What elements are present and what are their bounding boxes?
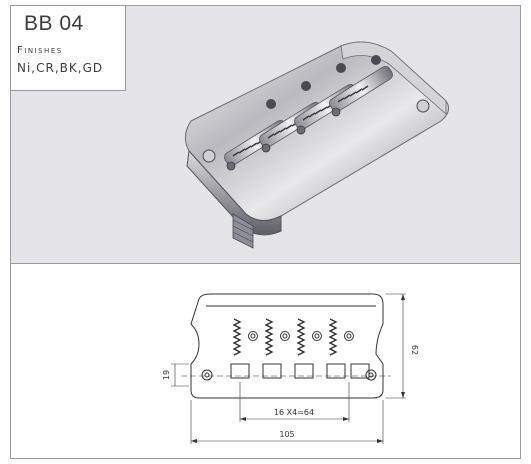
string-spacing-dimension: 16 X4=64 xyxy=(274,408,314,417)
string-holes xyxy=(266,55,381,109)
height-dimension: 62 xyxy=(410,345,419,355)
mount-screw-left xyxy=(202,149,216,163)
photo-panel: BB 04 Finishes Ni,CR,BK,GD xyxy=(10,5,521,264)
bridge-rear-wall xyxy=(340,41,447,115)
side-dimension: 19 xyxy=(162,370,171,380)
drawing-bridge-outline xyxy=(190,293,384,399)
drawing-springs xyxy=(232,318,338,356)
finishes-label: Finishes xyxy=(17,45,63,56)
overall-length-dimension: 105 xyxy=(279,430,294,439)
saddle-4 xyxy=(329,66,393,117)
technical-drawing: 16 X4=64 105 62 19 xyxy=(162,293,419,444)
drawing-panel: 16 X4=64 105 62 19 xyxy=(10,263,521,459)
mount-screw-right xyxy=(416,99,430,113)
drawing-screw-left xyxy=(201,369,213,381)
drawing-saddles xyxy=(230,363,370,379)
drawing-screw-right xyxy=(365,369,377,381)
model-code: BB 04 xyxy=(24,12,84,35)
drawing-string-holes xyxy=(248,331,354,341)
bass-bridge-photo xyxy=(185,41,450,249)
product-label-card: BB 04 Finishes Ni,CR,BK,GD xyxy=(11,6,126,91)
finishes-value: Ni,CR,BK,GD xyxy=(17,61,104,75)
